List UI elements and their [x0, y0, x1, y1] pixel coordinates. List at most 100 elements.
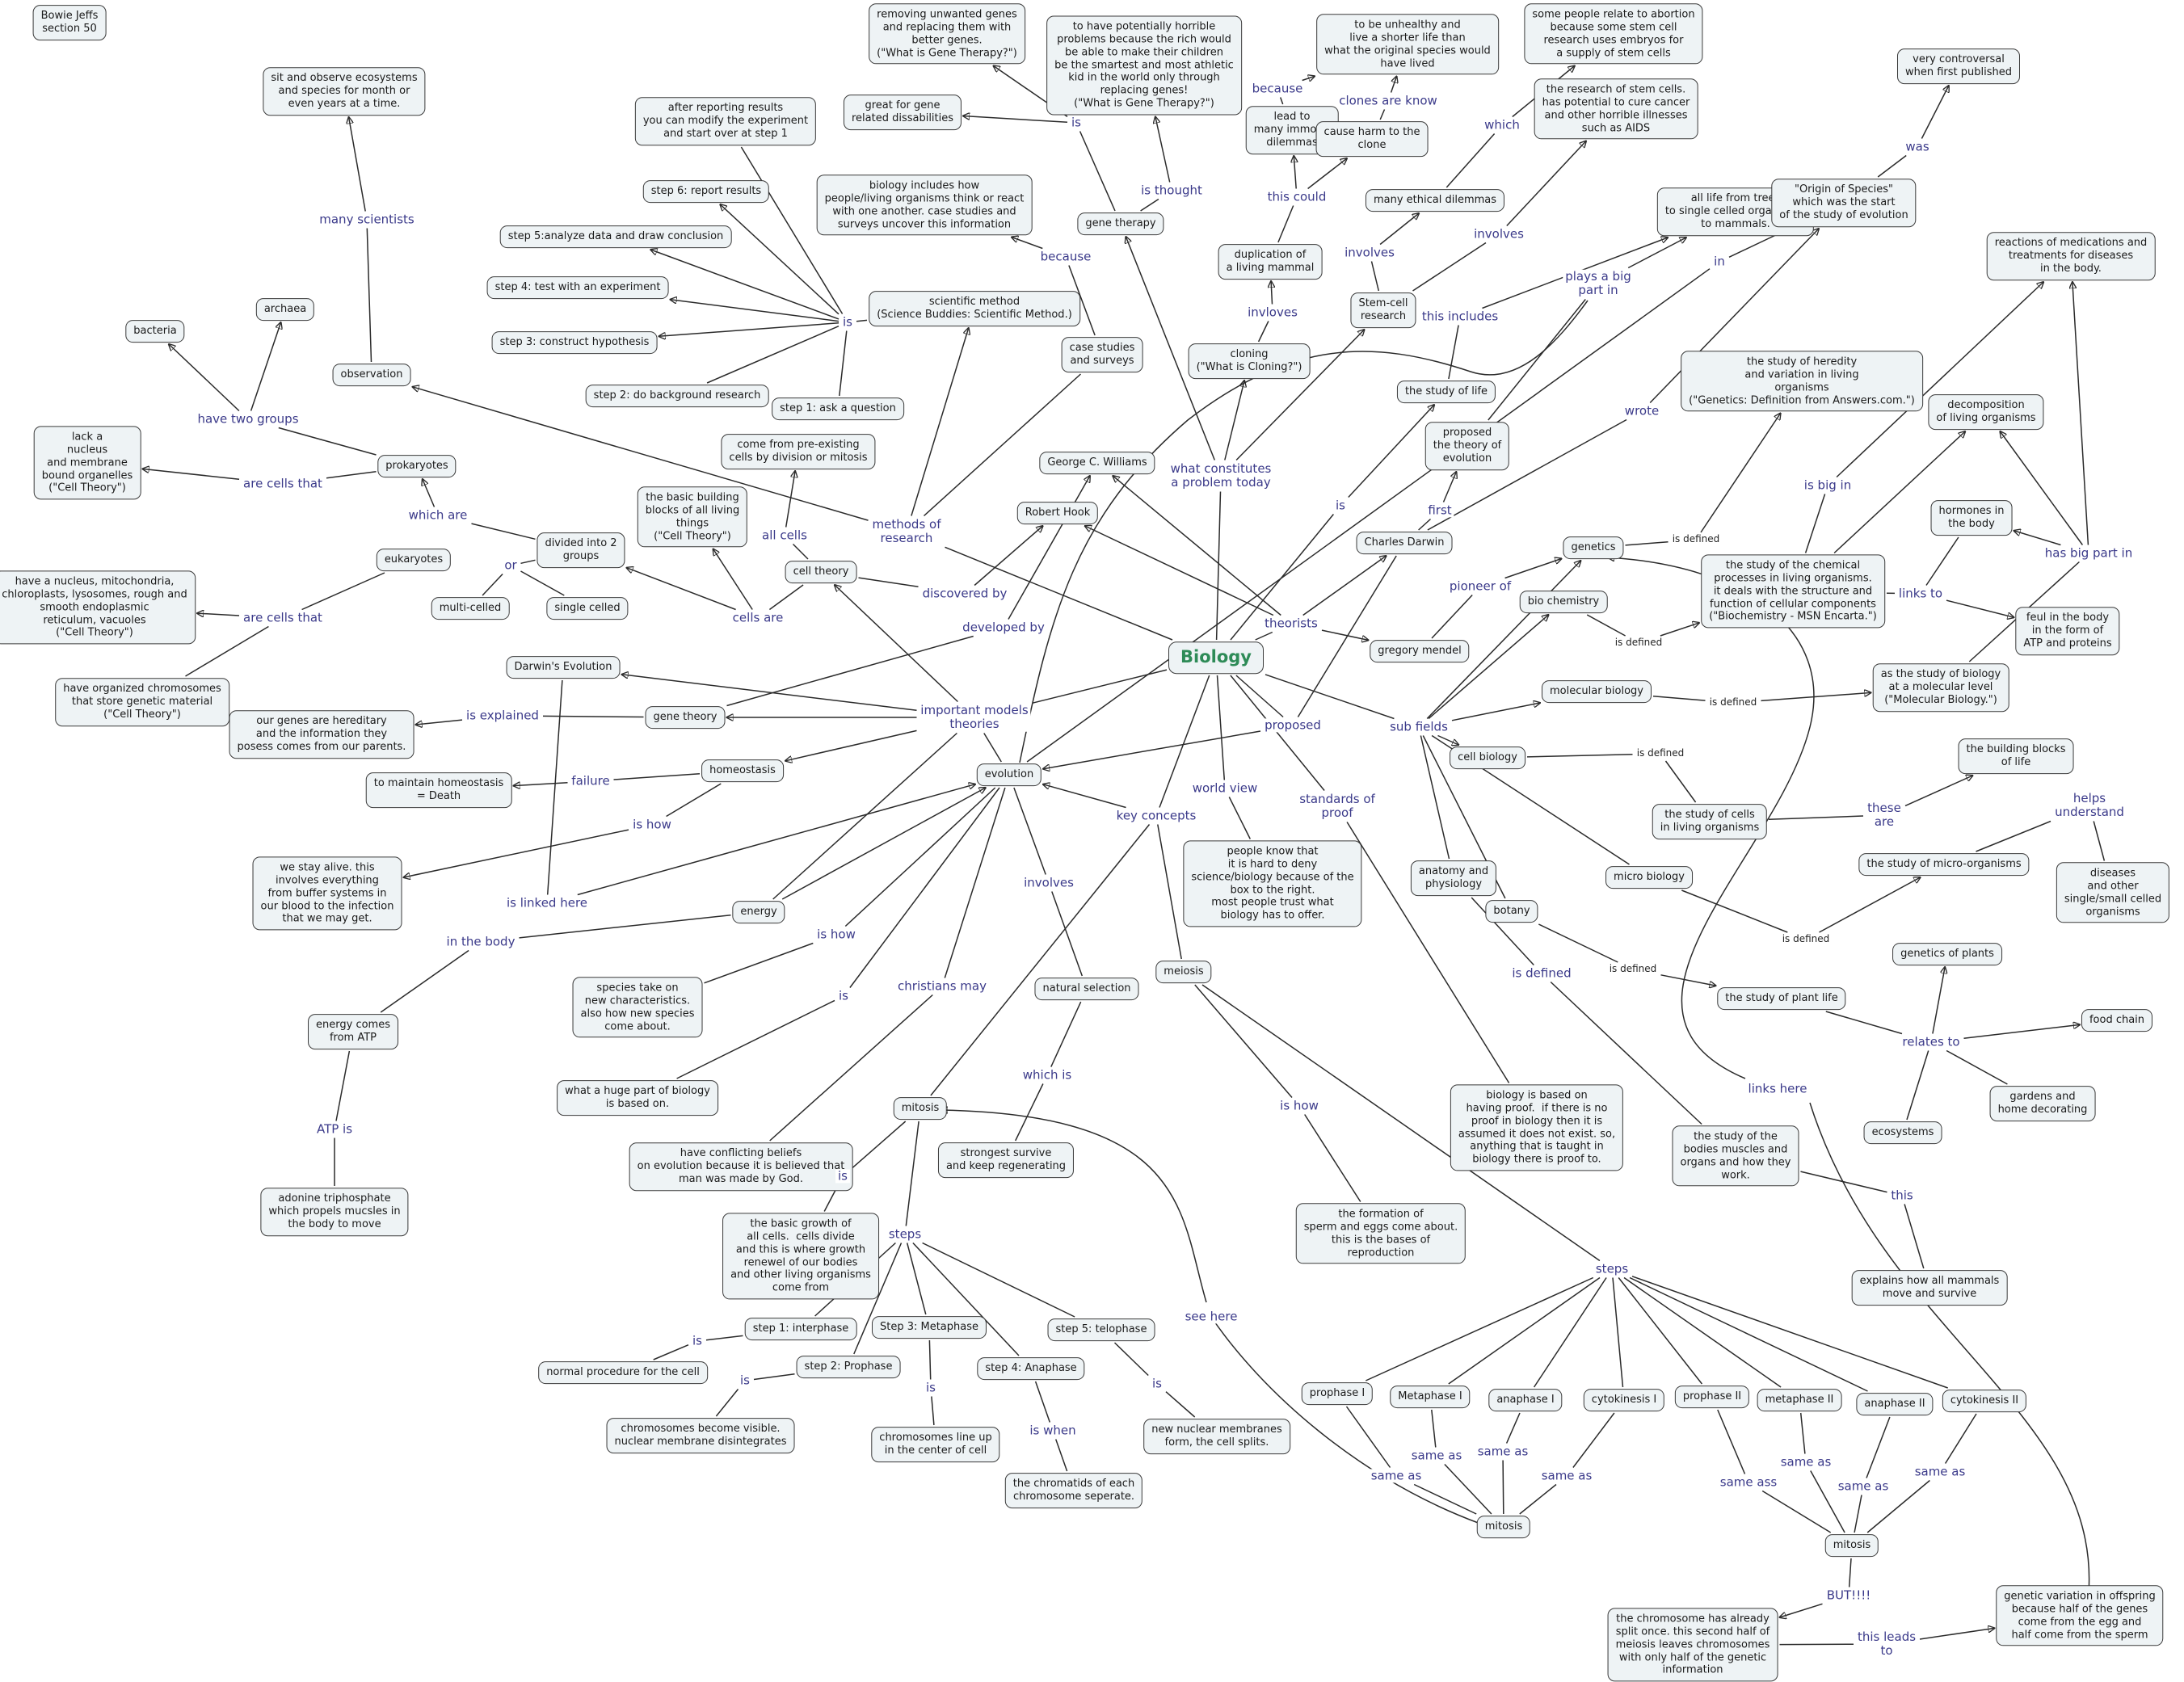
connector-variation-to-l-linkshere: [1810, 1103, 2089, 1593]
connector-naturalsel-to-l-whichis: [1051, 1002, 1081, 1067]
connector-m-step5-to-l-is-new: [1115, 1343, 1149, 1376]
link-label-invloves: invloves: [1245, 305, 1300, 319]
connector-l-isdefined2-to-chemical: [1660, 623, 1699, 636]
connector-cellbio-to-l-isdefined4: [1527, 755, 1633, 757]
connector-botany-to-l-isdefined5: [1538, 924, 1618, 962]
connector-metaphase2-to-l-sameas5: [1801, 1413, 1805, 1454]
link-label-proposed: proposed: [1262, 718, 1323, 732]
root-concept-biology: Biology: [1168, 641, 1264, 674]
connector-l-or-to-divided: [521, 560, 536, 563]
concept-node-death: to maintain homeostasis = Death: [366, 772, 512, 808]
link-label-manysci: many scientists: [317, 212, 416, 226]
concept-node-genetics: genetics: [1563, 536, 1623, 559]
connector-l-arecells2-to-nucleus: [197, 613, 239, 616]
concept-node-howreact: biology includes how people/living organ…: [817, 175, 1033, 235]
concept-node-preexisting: come from pre-existing cells by division…: [721, 434, 875, 469]
connector-l-important-to-celltheory: [835, 585, 958, 702]
concept-node-scientific: scientific method (Science Buddies: Scie…: [869, 291, 1080, 326]
link-label-islinked: is linked here: [504, 896, 590, 910]
concept-node-fromatp: energy comes from ATP: [308, 1014, 398, 1049]
connector-celltheory-to-l-cellsare: [769, 585, 803, 610]
connector-biology-to-l-worldview: [1218, 675, 1225, 780]
connector-l-subfields-to-cellbio: [1438, 736, 1459, 746]
connector-metaphase1-to-l-sameas2: [1432, 1410, 1436, 1448]
link-label-sameas2: same as: [1409, 1449, 1465, 1462]
concept-node-gardens: gardens and home decorating: [1990, 1086, 2096, 1121]
concept-node-eukaryotes: eukaryotes: [377, 549, 451, 571]
concept-node-cytokinesis1: cytokinesis I: [1584, 1389, 1664, 1411]
connector-l-keyconcepts-to-meiosis: [1158, 825, 1181, 960]
concept-node-mitosis: mitosis: [894, 1097, 947, 1120]
connector-l-isdefined1-to-heredity: [1701, 414, 1781, 533]
concept-node-singlecelled: single celled: [546, 597, 628, 620]
connector-l-isdefined5-to-plantlife: [1661, 975, 1716, 986]
connector-evolution-to-l-christians: [945, 788, 1005, 978]
link-label-standards: standards of proof: [1297, 793, 1378, 821]
concept-node-cellsorg: the study of cells in living organisms: [1652, 804, 1767, 839]
connector-l-helps-to-diseases: [2094, 822, 2104, 861]
connector-l-whichis-to-strongest: [1016, 1084, 1043, 1142]
concept-node-homeostasis: homeostasis: [701, 759, 784, 782]
connector-l-important-to-darwinevo: [622, 675, 917, 711]
link-label-sameas5: same as: [1778, 1455, 1834, 1469]
link-label-thisleads: this leads to: [1855, 1630, 1918, 1659]
concept-node-stemcell: Stem-cell research: [1350, 292, 1416, 328]
connector-biology-to-l-theorists: [1256, 633, 1273, 641]
concept-node-prophase2: prophase II: [1675, 1386, 1749, 1408]
connector-l-is-new-to-newmembranes: [1166, 1392, 1195, 1417]
link-label-is-huge: is: [836, 989, 851, 1003]
link-label-isdefined4: is defined: [1635, 748, 1687, 759]
connector-l-isdefined3-to-molecularlevel: [1761, 692, 1871, 700]
connector-observation-to-l-manysci: [367, 229, 371, 363]
connector-cloning-to-l-invloves: [1259, 322, 1269, 343]
link-label-isbigin: is big in: [1802, 478, 1854, 492]
connector-l-first-to-proposedtheory: [1444, 472, 1457, 502]
link-label-ishow1: is how: [630, 818, 674, 831]
connector-prophase2-to-l-sameass: [1718, 1410, 1745, 1474]
connector-l-steps2-to-metaphase1: [1449, 1278, 1600, 1385]
concept-node-removing: removing unwanted genes and replacing th…: [869, 3, 1025, 64]
connector-l-thisleads-to-variation: [1920, 1628, 1995, 1639]
connector-l-havetwo-to-bacteria: [169, 344, 239, 411]
link-label-sameas3: same as: [1475, 1444, 1531, 1458]
connector-l-islinked-to-evolution: [578, 784, 975, 895]
connector-l-developed-to-williams: [1008, 476, 1090, 620]
concept-node-growth: the basic growth of all cells. cells div…: [722, 1213, 879, 1299]
connector-ecosystems-to-l-relatesto: [1907, 1051, 1929, 1121]
concept-node-chemical: the study of the chemical processes in l…: [1701, 554, 1885, 628]
concept-node-hugepart: what a huge part of biology is based on.: [557, 1080, 718, 1116]
link-label-isexplained: is explained: [464, 709, 541, 722]
concept-node-decomposition: decomposition of living organisms: [1928, 394, 2043, 430]
connector-l-sameas3-to-mitosis-b1: [1503, 1461, 1504, 1515]
concept-node-diseases: diseases and other single/small celled o…: [2056, 862, 2169, 923]
link-label-isdefined3: is defined: [1707, 697, 1760, 709]
concept-node-mendel: gregory mendel: [1370, 640, 1469, 662]
link-label-discovered: discovered by: [920, 587, 1010, 600]
connector-l-subfields-to-anatomy: [1420, 736, 1449, 860]
connector-l-cellsare-to-buildingblocks: [713, 549, 753, 610]
link-label-helps: helps understand: [2052, 792, 2127, 820]
concept-node-splitonce: the chromosome has already split once. t…: [1608, 1608, 1778, 1681]
concept-node-williams: George C. Williams: [1039, 452, 1155, 474]
connector-celltheory-to-l-allcells: [793, 545, 809, 560]
connector-l-is-steps-to-step2: [707, 326, 839, 383]
connector-l-relatesto-to-geneticsplants: [1933, 967, 1945, 1034]
connector-l-is-norm-to-normal: [654, 1345, 688, 1360]
connector-genetheory-to-l-isexplained: [543, 716, 644, 717]
concept-node-darwinevo: Darwin's Evolution: [507, 656, 621, 679]
connector-l-isdefined4-to-cellsorg: [1666, 761, 1696, 802]
concept-node-step1: step 1: ask a question: [772, 397, 904, 420]
connector-l-steps2-to-metaphase2: [1624, 1278, 1781, 1388]
concept-node-mitosis-b2: mitosis: [1825, 1534, 1879, 1557]
connector-l-important-to-energy: [773, 734, 957, 900]
concept-node-lack: lack a nucleus and membrane bound organe…: [34, 426, 141, 499]
concept-node-blockslife: the building blocks of life: [1959, 738, 2074, 774]
link-label-sameas4: same as: [1539, 1469, 1595, 1482]
link-label-steps2: steps: [1593, 1262, 1631, 1276]
concept-node-nucleus: have a nucleus, mitochondria, chloroplas…: [0, 570, 196, 644]
connector-l-cellsare-to-divided: [627, 568, 736, 610]
link-label-was: was: [1903, 140, 1931, 153]
connector-l-is-steps-to-step1: [840, 331, 847, 397]
concept-node-microorg: the study of micro-organisms: [1858, 853, 2029, 876]
